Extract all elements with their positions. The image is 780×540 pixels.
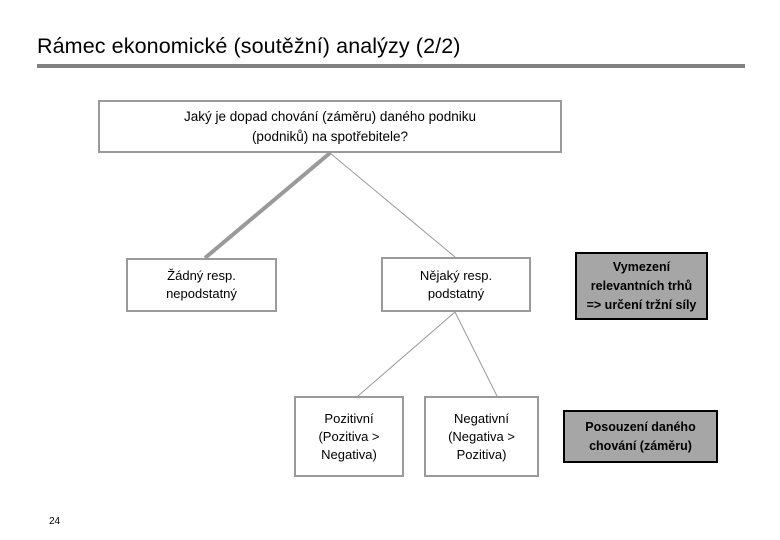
node-market-definition-line2: relevantních trhů — [590, 278, 693, 293]
node-positive-line1: Pozitivní — [324, 410, 374, 426]
node-question-box: Jaký je dopad chování (záměru) daného po… — [98, 100, 562, 153]
node-some-impact-line2: podstatný — [427, 285, 485, 301]
connector-some-to-negative — [454, 311, 498, 397]
node-negative-line3: Pozitiva) — [456, 446, 507, 462]
node-no-impact-box: Žádný resp. nepodstatný — [126, 258, 277, 312]
node-positive-box: Pozitivní (Pozitiva > Negativa) — [294, 396, 404, 477]
node-positive-line3: Negativa) — [321, 446, 377, 462]
node-positive-line2: (Pozitiva > — [318, 428, 380, 444]
node-conduct-assessment-line1: Posouzení daného — [585, 419, 696, 434]
node-question-line1: Jaký je dopad chování (záměru) daného po… — [184, 108, 476, 124]
slide-page-number: 24 — [49, 516, 61, 527]
connector-some-to-positive — [357, 311, 456, 397]
node-market-definition-callout: Vymezení relevantních trhů => určení trž… — [575, 252, 708, 320]
node-negative-line2: (Negativa > — [448, 428, 515, 444]
node-negative-box: Negativní (Negativa > Pozitiva) — [424, 396, 539, 477]
node-conduct-assessment-callout: Posouzení daného chování (záměru) — [563, 410, 718, 463]
node-market-definition-line1: Vymezení — [612, 259, 671, 274]
title-divider-rule — [37, 64, 745, 68]
node-market-definition-line3: => určení tržní síly — [586, 297, 697, 312]
node-some-impact-line1: Nějaký resp. — [419, 267, 493, 283]
connector-question-to-none — [203, 151, 332, 260]
connector-question-to-some — [329, 152, 456, 258]
page-title: Rámec ekonomické (soutěžní) analýzy (2/2… — [37, 34, 461, 58]
node-no-impact-line1: Žádný resp. — [167, 268, 236, 283]
node-some-impact-box: Nějaký resp. podstatný — [381, 257, 531, 312]
node-negative-line1: Negativní — [454, 410, 509, 426]
node-no-impact-line2: nepodstatný — [166, 286, 237, 301]
node-conduct-assessment-line2: chování (záměru) — [589, 438, 692, 453]
node-question-line2: (podniků) na spotřebitele? — [251, 128, 409, 144]
